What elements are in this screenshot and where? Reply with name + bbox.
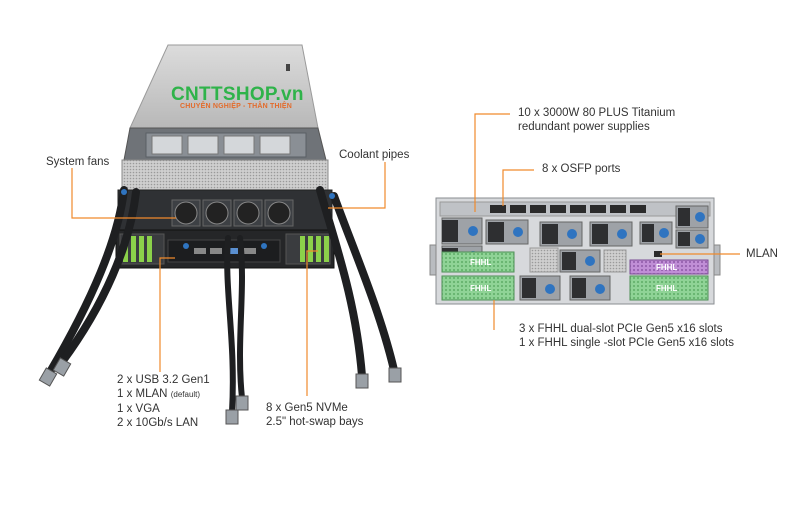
mlan-port — [654, 251, 662, 257]
slot-label: FHHL — [470, 258, 491, 267]
hose-fittings — [38, 357, 402, 425]
pcie-line: 1 x FHHL single -slot PCIe Gen5 x16 slot… — [519, 337, 734, 349]
nvme-line: 2.5" hot-swap bays — [266, 416, 364, 428]
rear-server: FHHL FHHL FHHL FHHL — [429, 197, 721, 305]
slot-labels: FHHL FHHL FHHL FHHL — [470, 258, 677, 293]
label-system-fans: System fans — [46, 156, 110, 168]
front-io-ports — [167, 239, 281, 263]
label-pcie: 3 x FHHL dual-slot PCIe Gen5 x16 slots 1… — [519, 322, 734, 350]
label-coolant-pipes: Coolant pipes — [339, 149, 410, 161]
lid-latch — [286, 64, 290, 71]
slot-label: FHHL — [656, 263, 677, 272]
callout-line-nvme — [306, 250, 318, 396]
watermark-logo: CNTTSHOP.vn — [171, 84, 304, 105]
pcie-line: 3 x FHHL dual-slot PCIe Gen5 x16 slots — [519, 323, 723, 335]
front-io-mlan-note: (default) — [170, 390, 201, 399]
front-io-mlan: 1 x MLAN — [117, 388, 168, 400]
callout-line-coolant-pipes — [328, 162, 386, 209]
front-grille — [121, 159, 329, 191]
callout-line-psu — [474, 113, 510, 212]
pcie-slot-3 — [629, 259, 709, 275]
front-io-line: 1 x VGA — [117, 403, 160, 415]
psu-line: 10 x 3000W 80 PLUS Titanium — [518, 107, 676, 119]
front-server — [38, 44, 402, 425]
label-psu: 10 x 3000W 80 PLUS Titanium redundant po… — [518, 106, 675, 134]
callout-lines — [71, 113, 740, 396]
label-front-io: 2 x USB 3.2 Gen1 1 x MLAN (default) 1 x … — [117, 373, 210, 430]
front-io-line: 2 x 10Gb/s LAN — [117, 417, 199, 429]
pcie-slot-4 — [629, 275, 709, 301]
front-io-line: 2 x USB 3.2 Gen1 — [117, 374, 210, 386]
nvme-bays-right — [285, 233, 331, 265]
callout-line-osfp — [502, 169, 534, 206]
psu-line: redundant power supplies — [518, 121, 650, 133]
pcie-slot-2 — [441, 275, 515, 301]
nvme-line: 8 x Gen5 NVMe — [266, 402, 348, 414]
slot-label: FHHL — [470, 284, 491, 293]
pcie-slots — [441, 251, 709, 301]
callout-line-front-io — [159, 257, 175, 372]
label-mlan: MLAN — [746, 248, 778, 260]
system-fans — [171, 199, 294, 227]
label-osfp: 8 x OSFP ports — [542, 163, 621, 175]
hose-clips — [121, 189, 335, 199]
slot-label: FHHL — [656, 284, 677, 293]
coolant-hoses — [46, 186, 398, 415]
callout-line-system-fans — [71, 168, 176, 219]
pcie-slot-1 — [441, 251, 515, 273]
osfp-ports — [490, 205, 646, 213]
watermark-tagline: CHUYÊN NGHIỆP - THÂN THIỆN — [180, 103, 293, 110]
front-io-line: 1 x MLAN (default) — [117, 387, 210, 402]
label-nvme: 8 x Gen5 NVMe 2.5" hot-swap bays — [266, 401, 363, 429]
